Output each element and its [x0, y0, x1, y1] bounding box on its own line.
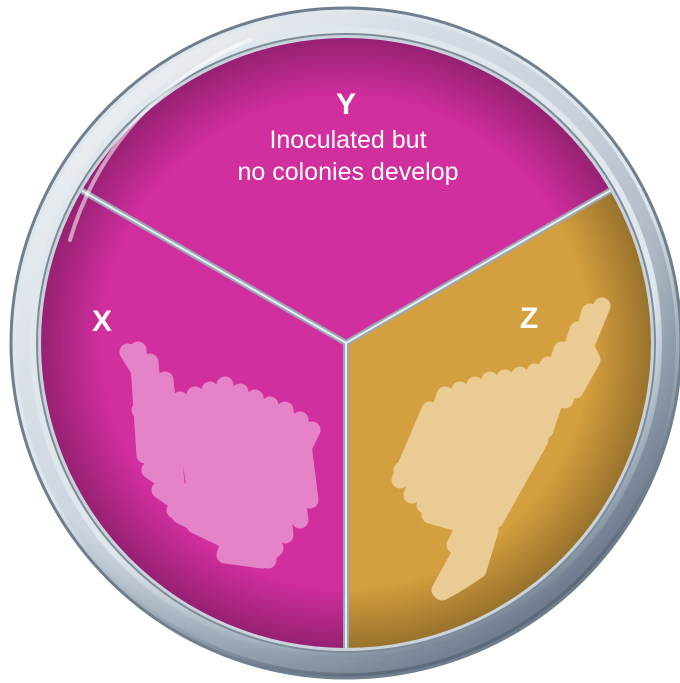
label-y: Y [336, 88, 356, 121]
label-y-caption-line2: no colonies develop [238, 158, 459, 186]
label-x: X [92, 305, 112, 338]
label-z: Z [520, 302, 538, 335]
label-y-caption-line1: Inoculated but [269, 126, 426, 154]
